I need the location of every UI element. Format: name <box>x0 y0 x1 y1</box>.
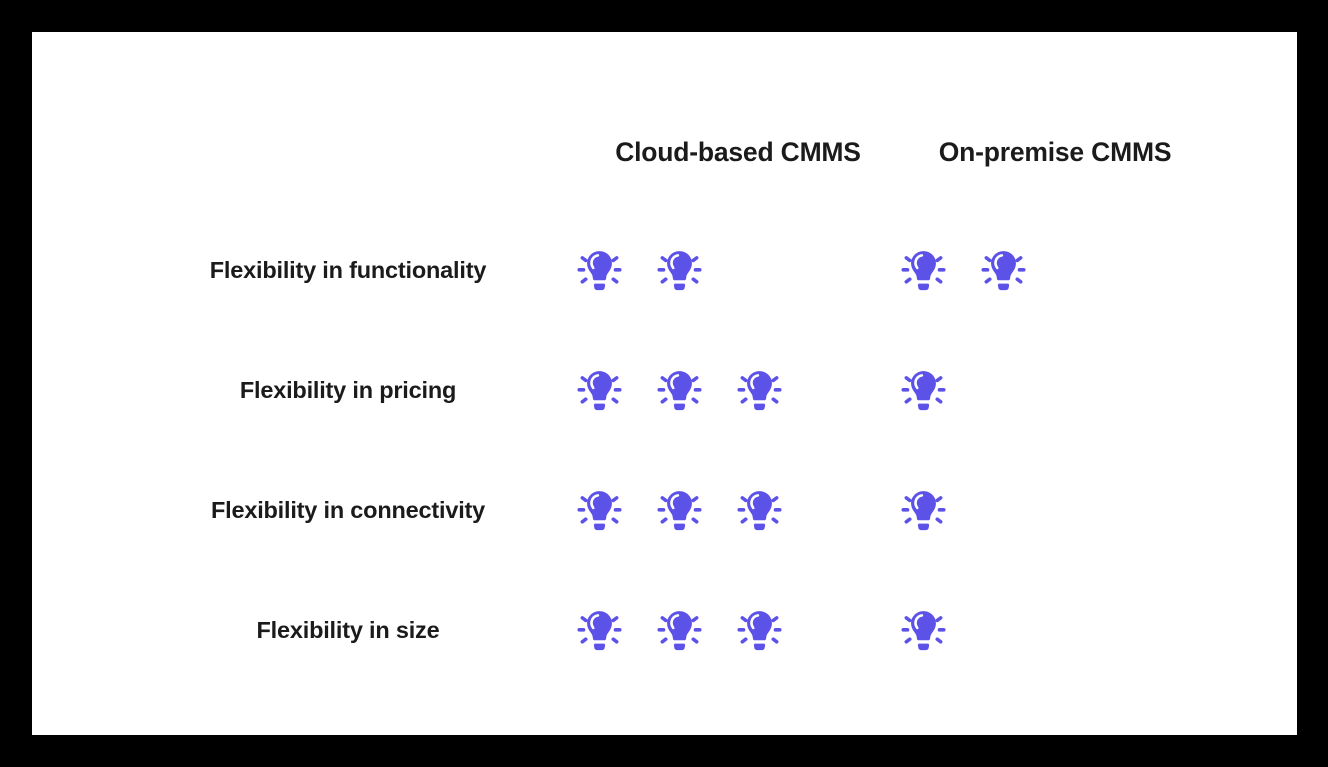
rating-bulbs <box>576 607 900 654</box>
lightbulb-icon <box>657 250 702 290</box>
lightbulb-icon <box>981 250 1026 290</box>
lightbulb-icon <box>657 490 702 530</box>
column-header-cloud-based-cmms: Cloud-based CMMS <box>615 137 861 167</box>
column-header-on-premise-cmms: On-premise CMMS <box>938 137 1172 167</box>
cmms-comparison-table: Cloud-based CMMS On-premise CMMS Flexibi… <box>120 95 1210 690</box>
rating-cell-on-premise <box>900 330 1210 450</box>
comparison-card: Cloud-based CMMS On-premise CMMS Flexibi… <box>32 32 1297 735</box>
table-row: Flexibility in size <box>120 570 1210 690</box>
table-row: Flexibility in functionality <box>120 210 1210 330</box>
lightbulb-icon <box>577 490 622 530</box>
row-label-criterion: Flexibility in functionality <box>209 256 487 283</box>
rating-bulbs <box>900 247 1210 294</box>
lightbulb-icon <box>577 250 622 290</box>
table-header: Cloud-based CMMS On-premise CMMS <box>120 95 1210 210</box>
row-label-criterion: Flexibility in connectivity <box>210 496 486 523</box>
table-row: Flexibility in connectivity <box>120 450 1210 570</box>
rating-bulbs <box>576 367 900 414</box>
lightbulb-icon <box>657 370 702 410</box>
lightbulb-icon <box>657 610 702 650</box>
rating-cell-cloud <box>576 210 900 330</box>
rating-bulbs <box>900 487 1210 534</box>
lightbulb-icon <box>577 610 622 650</box>
header-row: Cloud-based CMMS On-premise CMMS <box>120 95 1210 210</box>
rating-bulbs <box>900 367 1210 414</box>
lightbulb-icon <box>577 370 622 410</box>
rating-bulbs <box>900 607 1210 654</box>
rating-cell-on-premise <box>900 570 1210 690</box>
rating-bulbs <box>576 487 900 534</box>
rating-cell-cloud <box>576 450 900 570</box>
rating-cell-on-premise <box>900 450 1210 570</box>
lightbulb-icon <box>901 610 946 650</box>
column-header-criterion <box>120 95 576 210</box>
rating-cell-on-premise <box>900 210 1210 330</box>
table-row: Flexibility in pricing <box>120 330 1210 450</box>
lightbulb-icon <box>737 490 782 530</box>
rating-bulbs <box>576 247 900 294</box>
rating-cell-cloud <box>576 330 900 450</box>
rating-cell-cloud <box>576 570 900 690</box>
row-label-criterion: Flexibility in pricing <box>239 376 457 403</box>
lightbulb-icon <box>901 490 946 530</box>
lightbulb-icon <box>737 370 782 410</box>
row-label-criterion: Flexibility in size <box>256 616 440 643</box>
lightbulb-icon <box>901 370 946 410</box>
lightbulb-icon <box>737 610 782 650</box>
lightbulb-icon <box>901 250 946 290</box>
